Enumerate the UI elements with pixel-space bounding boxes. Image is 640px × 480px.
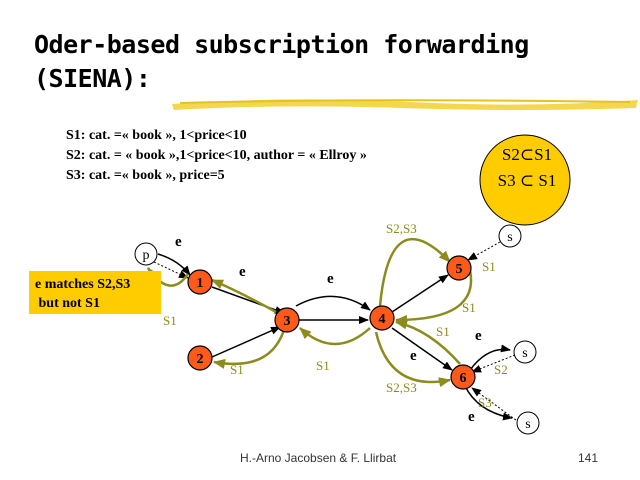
broker-3: 3 <box>274 307 300 333</box>
route-4-to-6 <box>374 331 451 388</box>
route-5-to-4 <box>395 269 473 325</box>
route-label-one-to-p: S1 <box>163 313 177 328</box>
event-labels: e e e e e e <box>175 234 482 425</box>
route-labels: S1 S1 S1 S2,S3 S1 S1 S2,S3 S1 S2 S3 <box>163 221 508 410</box>
brokers: 1 2 3 4 5 6 <box>187 255 476 390</box>
route-4-to-5-top <box>378 237 451 307</box>
route-label-six-sub-bottom: S3 <box>478 395 492 410</box>
route-3-to-2 <box>213 329 286 369</box>
route-3-to-1 <box>211 278 277 314</box>
page-number: 141 <box>578 451 599 465</box>
svg-text:1: 1 <box>197 276 204 291</box>
publisher-p: p <box>134 242 158 266</box>
svg-text:6: 6 <box>460 371 467 386</box>
subscription-s1: S1: cat. =« book », 1<price<10 <box>66 128 247 143</box>
footer-author: H.-Arno Jacobsen & F. Llirbat <box>240 451 397 465</box>
svg-text:p: p <box>143 248 150 263</box>
svg-text:4: 4 <box>379 312 386 327</box>
event-edge-6-sub-bottom <box>464 385 513 421</box>
covering-s2-s1: S2⊂S1 <box>502 145 552 164</box>
event-edge-2-3 <box>211 326 281 358</box>
event-label-6-bottom: e <box>468 409 475 425</box>
broker-2: 2 <box>187 345 213 371</box>
route-label-six-sub-top: S2 <box>494 362 508 377</box>
event-match-note: e matches S2,S3 but not S1 <box>29 271 161 314</box>
svg-text:s: s <box>525 417 530 432</box>
event-label-4-6: e <box>410 348 417 364</box>
event-edge-p-1 <box>157 253 191 276</box>
svg-text:2: 2 <box>197 352 204 367</box>
broker-6: 6 <box>450 364 476 390</box>
event-label-3-4: e <box>327 271 334 287</box>
svg-text:s: s <box>507 230 512 245</box>
svg-text:3: 3 <box>284 314 291 329</box>
subscription-s2: S2: cat. = « book »,1<price<10, author =… <box>66 148 367 163</box>
title-line-2: (SIENA): <box>34 64 151 93</box>
event-edge-4-5 <box>391 274 449 313</box>
route-label-four-to-six: S2,S3 <box>386 380 417 395</box>
route-edges <box>146 237 473 388</box>
event-label-p: e <box>175 234 182 250</box>
svg-text:5: 5 <box>456 262 463 277</box>
event-edge-4-6 <box>391 327 453 371</box>
broker-1: 1 <box>187 269 213 295</box>
subscription-s3: S3: cat. =« book », price=5 <box>66 168 225 183</box>
route-label-five-sub: S1 <box>482 259 496 274</box>
route-label-four-to-five: S2,S3 <box>386 221 417 236</box>
note-line-2: but not S1 <box>35 296 100 311</box>
covering-s3-s1: S3 ⊂ S1 <box>498 171 557 190</box>
dotted-sub-6-bottom <box>471 387 517 421</box>
route-4-to-3 <box>299 327 371 346</box>
subscription-dotted-edges <box>153 241 517 421</box>
event-label-1-3: e <box>239 264 246 280</box>
subscriber-top: s <box>498 224 522 248</box>
dotted-sub-5 <box>467 241 501 261</box>
note-line-1: e matches S2,S3 <box>35 277 131 292</box>
subscriber-bottom: s <box>516 411 540 435</box>
slide-title: Oder-based subscription forwarding (SIEN… <box>34 28 594 96</box>
subscriber-middle: s <box>513 340 537 364</box>
covering-circle <box>479 134 571 226</box>
subscription-list: S1: cat. =« book », 1<price<10 S2: cat. … <box>66 126 367 186</box>
title-underline-brushstroke <box>172 99 638 110</box>
route-label-five-to-four: S1 <box>462 300 476 315</box>
broker-5: 5 <box>446 255 472 281</box>
route-label-two-to-three: S1 <box>230 362 244 377</box>
svg-text:s: s <box>522 346 527 361</box>
event-edge-3-4-curve <box>295 295 371 311</box>
event-label-6-top: e <box>475 328 482 344</box>
route-label-six-to-four: S1 <box>436 324 450 339</box>
title-line-1: Oder-based subscription forwarding <box>34 30 529 59</box>
route-label-three-to-four: S1 <box>316 358 330 373</box>
broker-4: 4 <box>369 305 395 331</box>
route-6-to-4 <box>395 319 461 365</box>
